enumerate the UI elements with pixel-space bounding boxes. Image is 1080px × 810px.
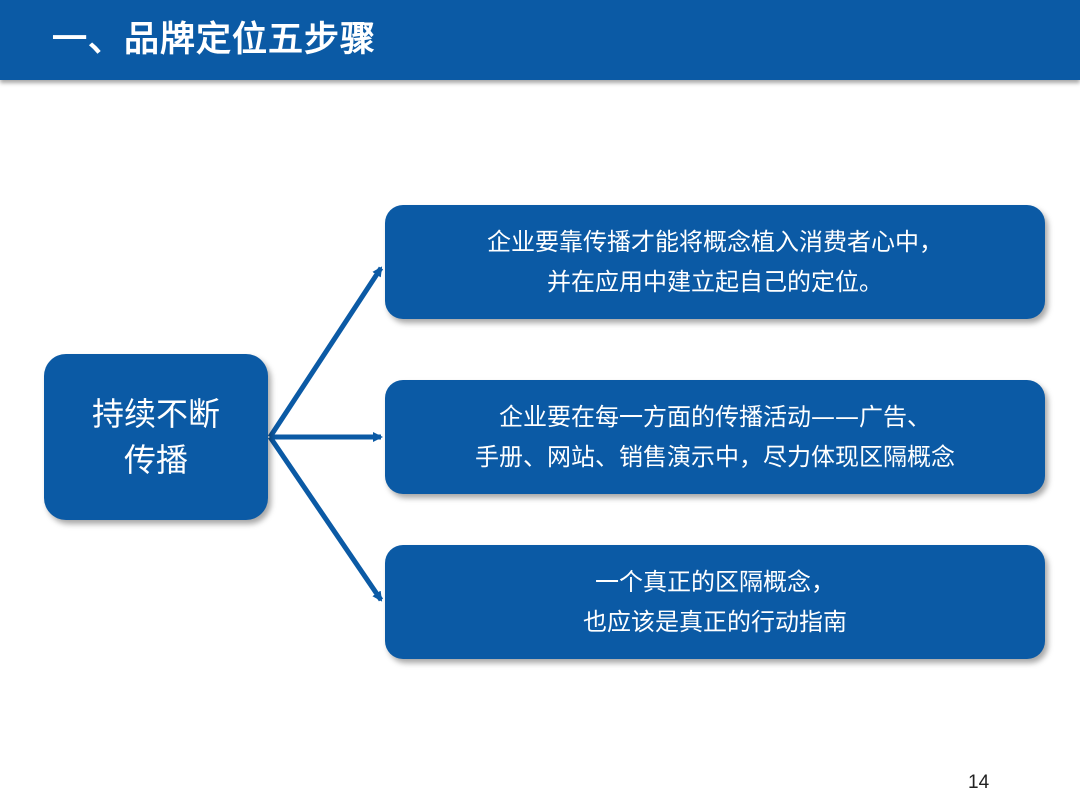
- arrow-to-box-1: [267, 266, 384, 439]
- target-box-2: 企业要在每一方面的传播活动——广告、 手册、网站、销售演示中，尽力体现区隔概念: [385, 380, 1045, 494]
- slide-title: 一、品牌定位五步骤: [52, 20, 377, 60]
- target-1-line-2: 并在应用中建立起自己的定位。: [547, 268, 883, 296]
- target-box-1: 企业要靠传播才能将概念植入消费者心中， 并在应用中建立起自己的定位。: [385, 205, 1045, 319]
- target-3-line-2: 也应该是真正的行动指南: [583, 608, 847, 636]
- source-line-2: 传播: [123, 441, 188, 479]
- arrow-to-box-3: [267, 435, 384, 602]
- target-1-line-1: 企业要靠传播才能将概念植入消费者心中，: [487, 228, 943, 256]
- page-number: 14: [968, 772, 990, 793]
- target-2-line-1: 企业要在每一方面的传播活动——广告、: [499, 403, 931, 431]
- target-2-line-2: 手册、网站、销售演示中，尽力体现区隔概念: [475, 443, 955, 471]
- target-3-line-1: 一个真正的区隔概念，: [595, 568, 835, 596]
- target-box-3: 一个真正的区隔概念， 也应该是真正的行动指南: [385, 545, 1045, 659]
- source-box: 持续不断 传播: [44, 354, 268, 520]
- source-line-1: 持续不断: [91, 395, 220, 433]
- header-bar: 一、品牌定位五步骤: [0, 0, 1080, 80]
